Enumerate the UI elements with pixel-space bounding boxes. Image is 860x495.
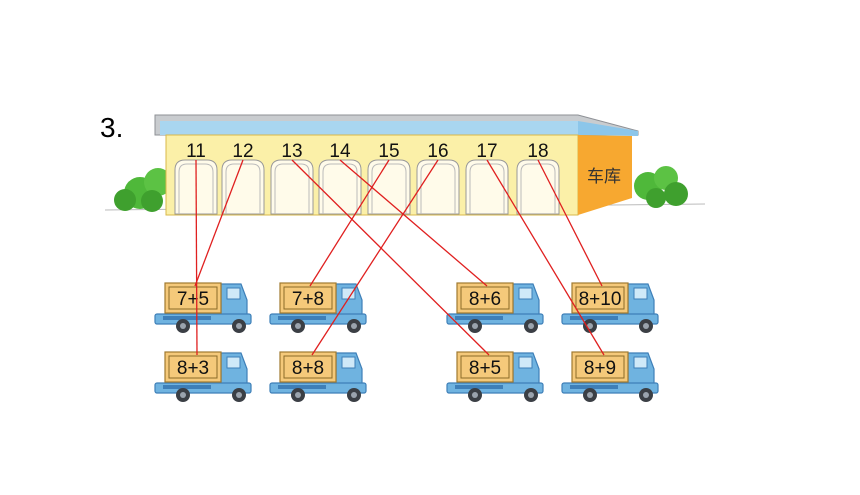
slot-number: 14: [329, 141, 351, 162]
cargo-box: [571, 351, 629, 383]
truck: 7+8: [269, 282, 367, 333]
match-line: [194, 159, 244, 287]
bush-right: [634, 166, 688, 208]
cargo-box: [279, 282, 337, 314]
garage-sign: 车库: [587, 167, 621, 187]
truck-expression: 8+10: [579, 289, 622, 310]
truck-expression: 8+8: [292, 358, 324, 379]
match-line: [537, 159, 603, 287]
match-line: [311, 159, 439, 356]
garage-door: [221, 159, 265, 215]
truck: 8+8: [269, 351, 367, 402]
slot-number: 17: [476, 141, 497, 162]
truck: 7+5: [154, 282, 252, 333]
truck-expression: 8+6: [469, 289, 501, 310]
slot-number: 18: [527, 141, 548, 162]
truck: 8+9: [561, 351, 659, 402]
slot-number: 13: [281, 141, 302, 162]
garage-door: [318, 159, 362, 215]
cargo-box: [279, 351, 337, 383]
cargo-box: [164, 351, 222, 383]
match-line: [195, 159, 198, 356]
slot-number: 16: [427, 141, 448, 162]
cargo-box: [456, 282, 514, 314]
truck-expression: 8+9: [584, 358, 616, 379]
cargo-box: [456, 351, 514, 383]
truck: 8+10: [561, 282, 659, 333]
slot-number: 12: [232, 141, 253, 162]
garage-roof-side-trim: [578, 121, 638, 136]
match-line: [309, 159, 390, 287]
truck: 8+5: [446, 351, 544, 402]
truck-expression: 8+5: [469, 358, 501, 379]
match-line: [339, 159, 488, 287]
truck: 8+6: [446, 282, 544, 333]
truck-expression: 7+8: [292, 289, 324, 310]
truck-expression: 8+3: [177, 358, 209, 379]
question-number: 3.: [100, 112, 124, 143]
garage-side-wall: [578, 135, 632, 215]
bush-left: [114, 168, 172, 212]
garage-door: [270, 159, 314, 215]
truck: 8+3: [154, 351, 252, 402]
truck-expression: 7+5: [177, 289, 209, 310]
match-line: [486, 159, 605, 356]
slot-number: 11: [186, 141, 206, 162]
garage-roof-trim: [160, 121, 578, 135]
garage-door: [516, 159, 560, 215]
match-line: [291, 159, 490, 356]
slot-number: 15: [378, 141, 399, 162]
garage-door: [465, 159, 509, 215]
garage-door: [367, 159, 411, 215]
cargo-box: [164, 282, 222, 314]
garage-door: [416, 159, 460, 215]
